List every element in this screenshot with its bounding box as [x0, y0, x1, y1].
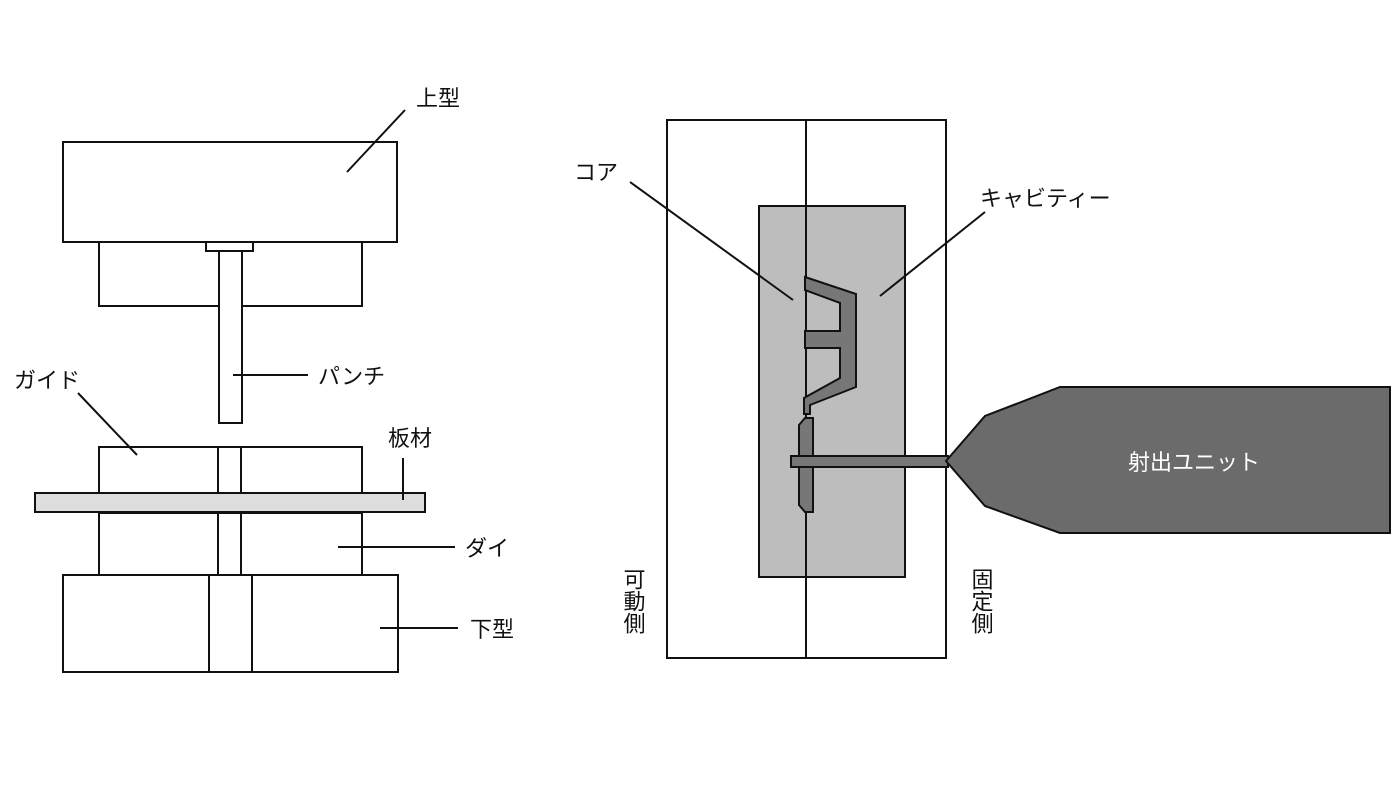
label-lower-die: 下型 — [470, 618, 514, 643]
label-fixed-side: 固定側 — [968, 568, 994, 634]
label-guide: ガイド — [14, 369, 80, 394]
leader-upper-die — [346, 109, 406, 173]
injection-mold-diagram — [629, 119, 1391, 659]
molded-part — [803, 275, 857, 415]
label-upper-die: 上型 — [416, 87, 460, 112]
label-die: ダイ — [465, 537, 509, 562]
label-injection-unit: 射出ユニット — [1128, 451, 1260, 476]
upper-die — [62, 141, 398, 243]
sheet-material — [34, 492, 426, 513]
sprue — [790, 455, 949, 468]
guide — [98, 446, 363, 495]
label-movable-side: 可動側 — [620, 568, 646, 634]
leader-guide — [77, 392, 138, 456]
lower-die — [62, 574, 399, 673]
punch-holder — [205, 241, 254, 252]
injection-unit — [944, 386, 1391, 534]
label-cavity: キャビティー — [980, 187, 1111, 212]
die — [98, 512, 363, 577]
leader-core — [629, 181, 794, 301]
label-core: コア — [574, 161, 618, 186]
press-die-diagram — [34, 109, 458, 673]
label-sheet: 板材 — [388, 427, 432, 452]
leader-cavity — [879, 211, 986, 297]
label-punch: パンチ — [318, 365, 385, 390]
punch — [218, 250, 243, 424]
